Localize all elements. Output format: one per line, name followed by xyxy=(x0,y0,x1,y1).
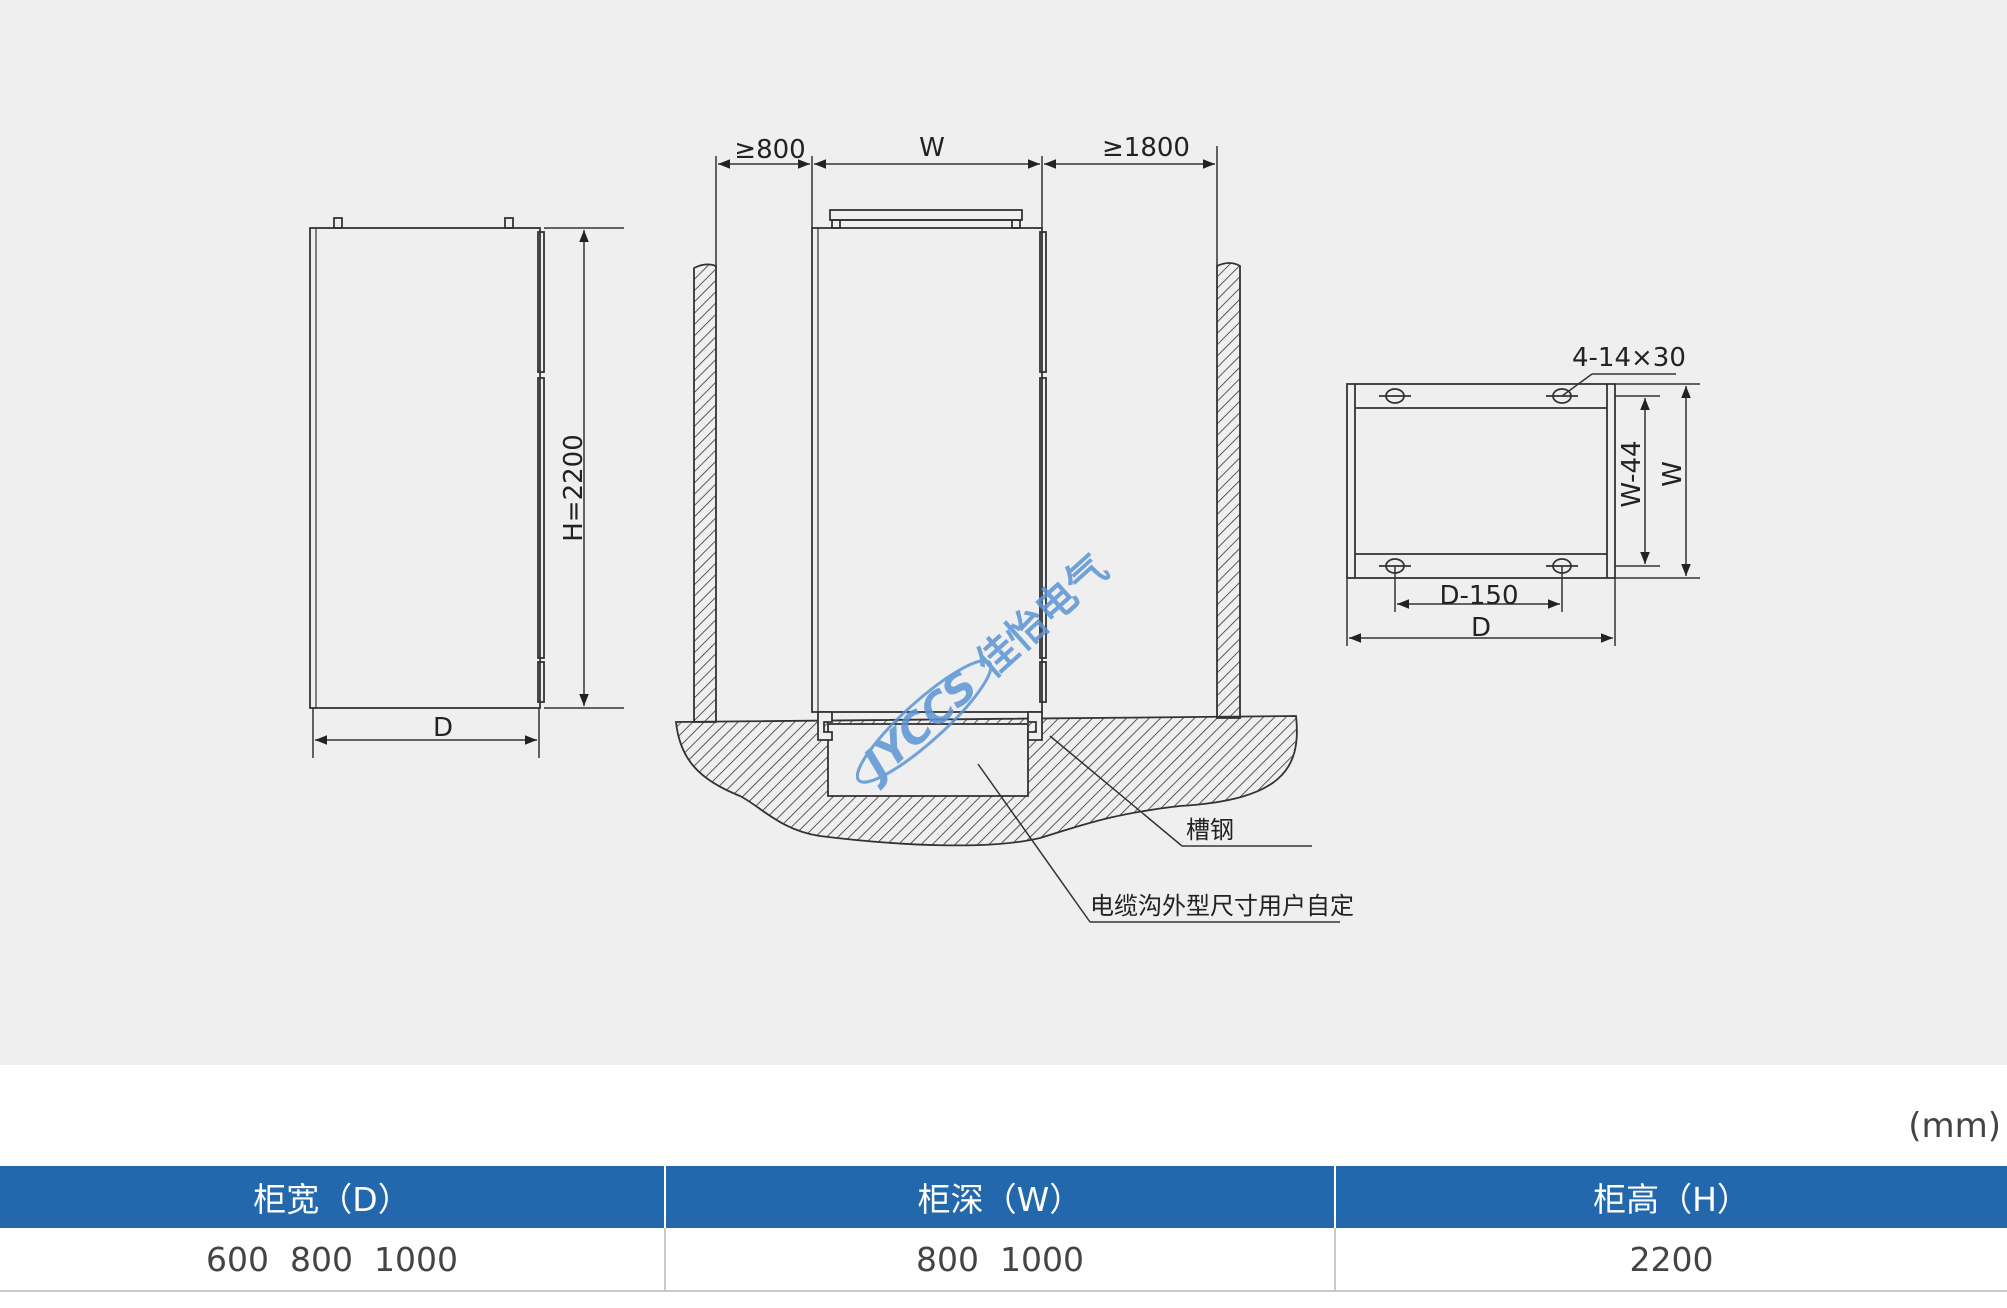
channel-steel-right xyxy=(1027,711,1043,741)
channel-steel-left xyxy=(817,711,833,741)
cable-trench-leader xyxy=(977,763,1091,923)
base-inner-depth-label: W-44 xyxy=(1617,440,1647,507)
cabinet-top-cover xyxy=(829,209,1023,221)
table-header-row: 柜宽（D） 柜深（W） 柜高（H） xyxy=(0,1166,2007,1228)
left-clearance-label: ≥800 xyxy=(734,135,805,165)
side-cabinet-body xyxy=(309,227,541,709)
channel-steel-label: 槽钢 xyxy=(1186,816,1234,844)
cell-height-values: 2200 xyxy=(1334,1228,2007,1292)
header-cabinet-depth: 柜深（W） xyxy=(664,1166,1335,1228)
base-outer-depth-label: W xyxy=(1658,461,1688,487)
cell-depth-values: 800 1000 xyxy=(664,1228,1335,1292)
base-inner-width-label: D-150 xyxy=(1439,581,1518,611)
dimension-spec-table: 柜宽（D） 柜深（W） 柜高（H） 600 800 1000 800 1000 … xyxy=(0,1166,2007,1292)
technical-drawing: H=2200 D ≥800 W ≥ xyxy=(309,133,1700,923)
right-wall xyxy=(1216,262,1241,719)
base-outer-width-label: D xyxy=(1471,613,1491,643)
side-width-label: D xyxy=(433,713,453,743)
front-view xyxy=(675,146,1340,923)
side-lift-lug-left xyxy=(333,217,343,229)
base-view xyxy=(1346,373,1700,646)
jyccs-logo-icon xyxy=(855,659,993,784)
mounting-hole xyxy=(1379,388,1411,404)
header-cabinet-width: 柜宽（D） xyxy=(0,1166,665,1228)
side-view xyxy=(309,217,624,758)
side-lift-lug-right xyxy=(504,217,514,229)
header-cabinet-height: 柜高（H） xyxy=(1334,1166,2007,1228)
hole-spec-label: 4-14×30 xyxy=(1572,343,1686,373)
unit-label: (mm) xyxy=(1908,1106,2001,1146)
table-row: 600 800 1000 800 1000 2200 xyxy=(0,1228,2007,1292)
drawing-area: H=2200 D ≥800 W ≥ xyxy=(0,0,2007,1065)
front-width-label: W xyxy=(919,133,945,163)
left-wall xyxy=(693,263,717,723)
cable-trench-label: 电缆沟外型尺寸用户自定 xyxy=(1090,892,1354,920)
side-height-label: H=2200 xyxy=(559,434,589,542)
channel-steel-leader xyxy=(1049,735,1183,847)
base-frame xyxy=(1346,383,1616,579)
cell-width-values: 600 800 1000 xyxy=(0,1228,665,1292)
front-cabinet-body xyxy=(811,227,1043,713)
right-clearance-label: ≥1800 xyxy=(1102,133,1190,163)
cable-trench xyxy=(827,723,1029,797)
